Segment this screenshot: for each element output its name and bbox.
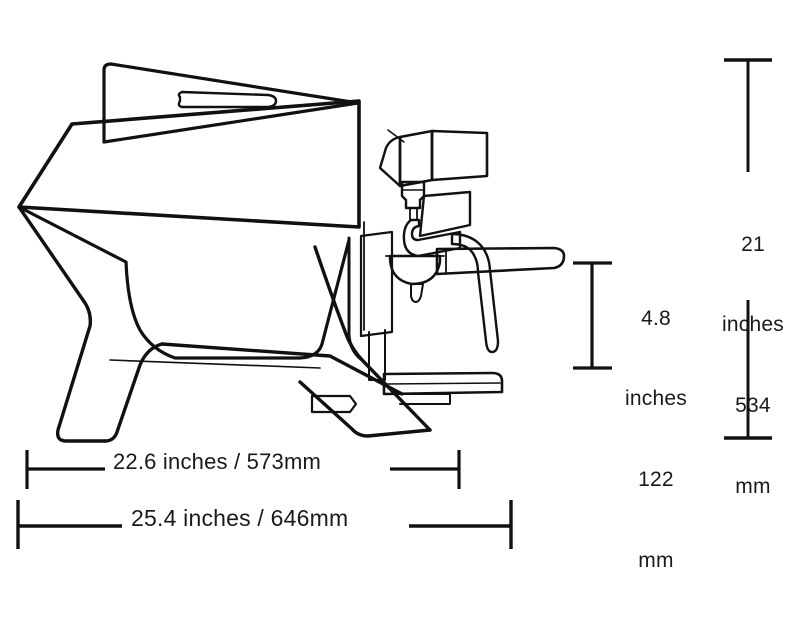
cup-warming-tray [102,62,360,144]
overall-height-inches-unit: inches [722,313,784,337]
top-panel-slot [177,90,278,109]
group-clearance-inches-value: 4.8 [641,306,671,330]
lower-front-shell [17,205,351,360]
machine-outline-group [17,62,432,443]
drawing-canvas: 22.6 inches / 573mm 25.4 inches / 646mm … [16,58,800,572]
dimension-label-body-width: 22.6 inches / 573mm [113,449,322,474]
portafilter-spout [410,283,424,303]
dimension-label-group-clearance: 4.8 inches 122 mm [610,252,702,628]
steam-boiler-front-face [378,135,402,188]
dimension-lines-group [16,58,772,549]
steam-boiler-box [398,129,434,188]
rear-body-panel [347,236,364,362]
group-head-body [418,190,472,238]
boiler-highlight-line [387,129,405,143]
portafilter-handle [435,246,566,276]
steam-wand-lower [450,232,500,354]
group-clearance-inches-unit: inches [625,387,687,411]
overall-height-mm-value: 534 [735,394,771,417]
drip-tray-lower-step [393,393,451,405]
steam-valve-knob [400,180,426,210]
drip-tray-lip [385,382,501,385]
valve-stem [409,207,418,221]
espresso-machine-technical-drawing [16,58,772,549]
steam-wand-pipe [402,218,462,258]
drip-tray-group [310,371,504,414]
front-leg-outer-edge [17,205,107,443]
overall-height-inches-value: 21 [741,232,765,256]
group-support-column [359,230,394,338]
front-leg-inner-edge [103,342,164,443]
drip-tray [382,371,504,396]
steam-boiler-box-right [430,129,489,182]
portafilter-basin [388,254,442,286]
dimension-label-overall-height: 21 inches 534 mm [706,178,800,554]
rear-leg-bottom [298,380,432,438]
rear-leg-outer-edge [313,245,432,432]
base-rail-top [160,342,404,396]
base-rail-inner-line [109,359,321,369]
front-body-panel [17,99,361,229]
group-head-assembly [359,129,566,381]
dimension-label-overall-width: 25.4 inches / 646mm [131,505,349,531]
overall-height-mm-unit: mm [735,474,771,498]
group-column-inner [368,329,386,381]
group-clearance-mm-unit: mm [638,548,674,572]
drip-tray-tab [310,394,358,414]
portafilter-handle-collar [436,248,447,275]
group-clearance-mm-value: 122 [638,468,674,491]
